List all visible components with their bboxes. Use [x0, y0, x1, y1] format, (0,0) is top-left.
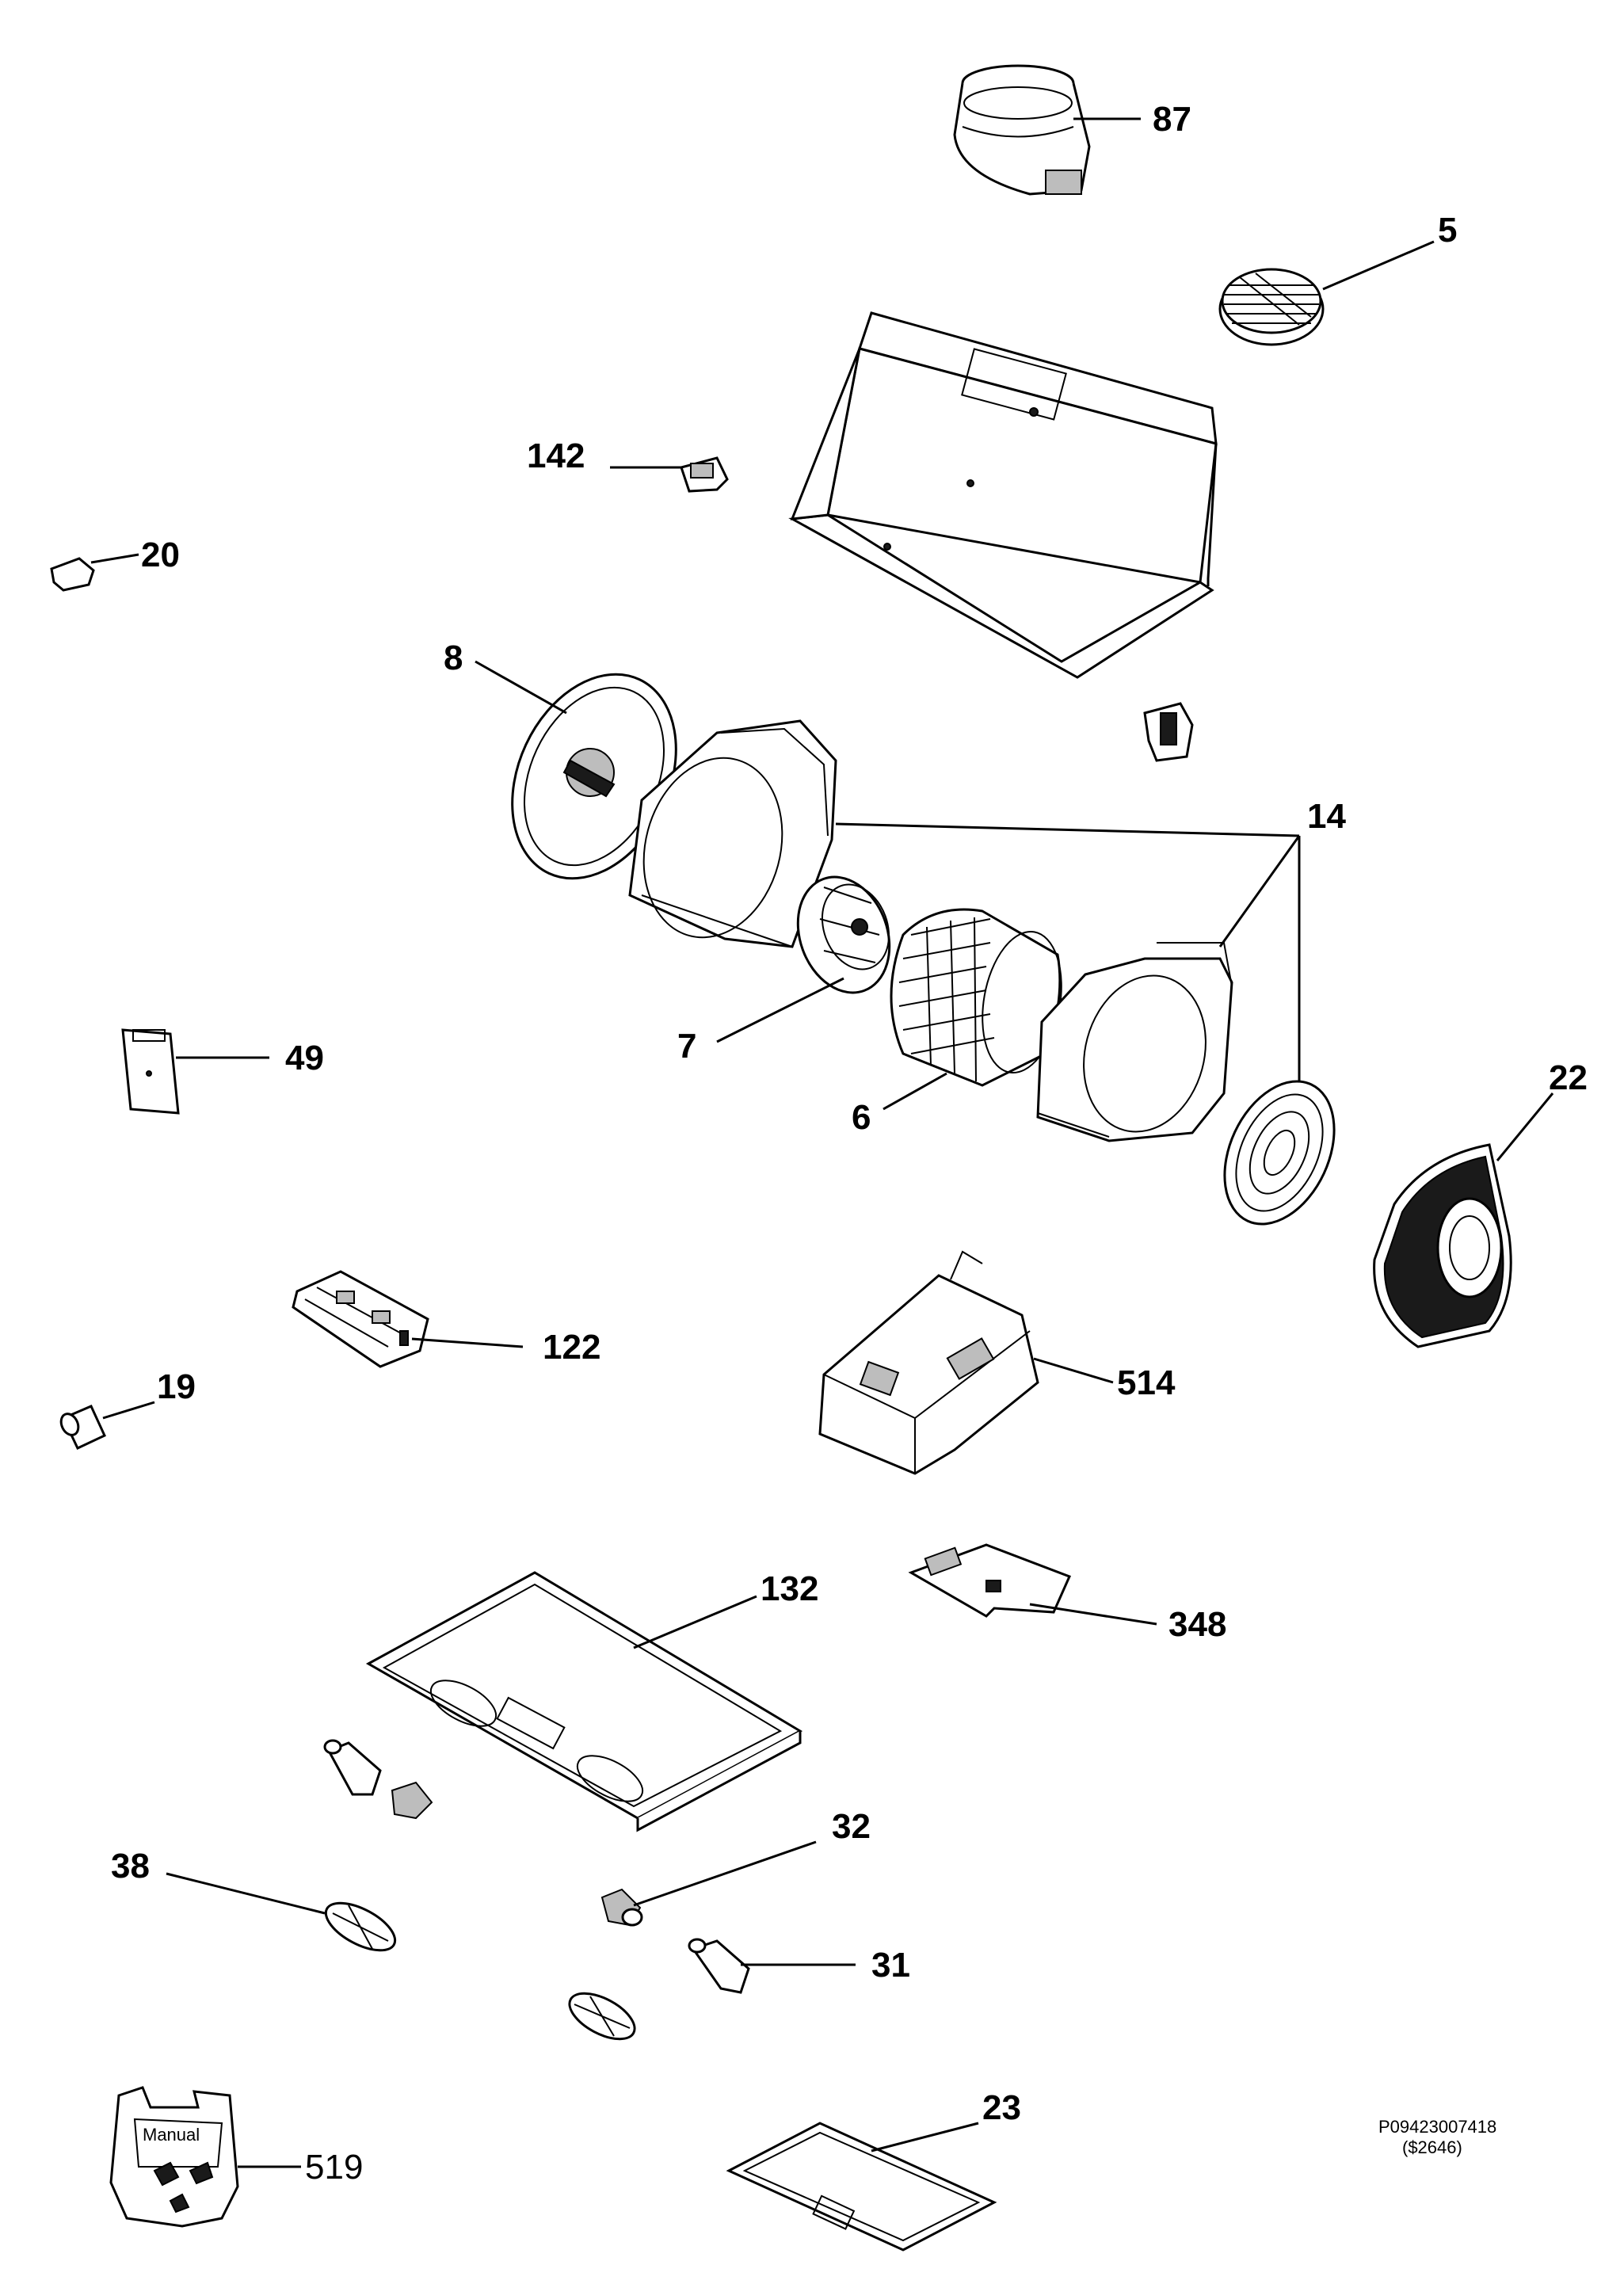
part-49-circuit-board [121, 1028, 180, 1115]
callout-5: 5 [1438, 211, 1457, 250]
price-code: ($2646) [1402, 2137, 1462, 2157]
leader-6 [883, 1072, 947, 1111]
callout-87: 87 [1153, 100, 1191, 139]
part-light-bulb-upper [323, 1739, 382, 1796]
callout-6: 6 [852, 1098, 871, 1137]
callout-8: 8 [444, 639, 463, 677]
part-132-bottom-panel [365, 1571, 803, 1832]
callout-7: 7 [677, 1027, 696, 1066]
part-122-switch-assembly [292, 1270, 429, 1368]
part-housing-bracket [1143, 702, 1194, 762]
part-31-bulb [688, 1938, 750, 1994]
part-514-control-housing [818, 1250, 1039, 1475]
part-38-lens-cover [324, 1901, 397, 1952]
callout-19: 19 [157, 1367, 196, 1406]
leader-23 [871, 2122, 979, 2152]
leader-38 [166, 1872, 326, 1915]
callout-348: 348 [1168, 1605, 1226, 1644]
leader-14-b [1218, 835, 1301, 948]
part-light-socket-upper [391, 1781, 433, 1820]
leader-132 [633, 1595, 757, 1649]
callout-519: 519 [305, 2148, 363, 2187]
part-23-grease-filter [726, 2122, 997, 2252]
leader-7 [716, 977, 844, 1043]
part-blower-housing-right [1036, 942, 1233, 1142]
part-142-bracket [680, 456, 729, 493]
part-7-motor [796, 875, 891, 994]
leader-514 [1033, 1357, 1114, 1384]
callout-132: 132 [761, 1569, 818, 1608]
part-19-capacitor [59, 1405, 106, 1450]
callout-122: 122 [543, 1328, 600, 1367]
part-5-round-damper [1218, 268, 1325, 346]
callout-31: 31 [871, 1946, 910, 1985]
callout-514: 514 [1117, 1363, 1176, 1402]
callout-23: 23 [982, 2088, 1021, 2127]
leader-22 [1496, 1092, 1554, 1161]
leader-5 [1322, 240, 1435, 291]
part-8-mounting-plate [511, 673, 677, 880]
part-20-clip [50, 557, 95, 592]
callout-14: 14 [1307, 797, 1346, 836]
callout-22: 22 [1549, 1058, 1588, 1097]
callout-38: 38 [111, 1847, 150, 1886]
leader-32 [633, 1840, 817, 1907]
leader-19 [102, 1401, 155, 1420]
callout-49: 49 [285, 1039, 324, 1077]
leader-8 [475, 660, 567, 715]
part-inlet-grille [1223, 1080, 1336, 1226]
leader-122 [411, 1337, 524, 1348]
manual-bag-label: Manual [143, 2125, 200, 2145]
part-6-blower-wheel [890, 908, 1062, 1087]
part-348-control-board [908, 1543, 1072, 1618]
callout-32: 32 [832, 1807, 871, 1846]
part-22-charcoal-filter [1373, 1143, 1512, 1348]
leader-14-a [835, 822, 1300, 837]
leader-348 [1029, 1603, 1157, 1626]
reference-code: P09423007418 [1378, 2117, 1496, 2137]
part-32-socket [600, 1888, 643, 1927]
part-hood-housing [788, 311, 1218, 679]
part-87-duct-adapter [953, 64, 1091, 196]
part-lens-cover-lower [568, 1992, 636, 2041]
part-519-manual-bag: Manual [109, 2086, 239, 2228]
part-blower-housing-left [628, 719, 837, 948]
callout-20: 20 [141, 536, 180, 574]
leader-20 [90, 553, 139, 564]
callout-142: 142 [527, 437, 585, 475]
